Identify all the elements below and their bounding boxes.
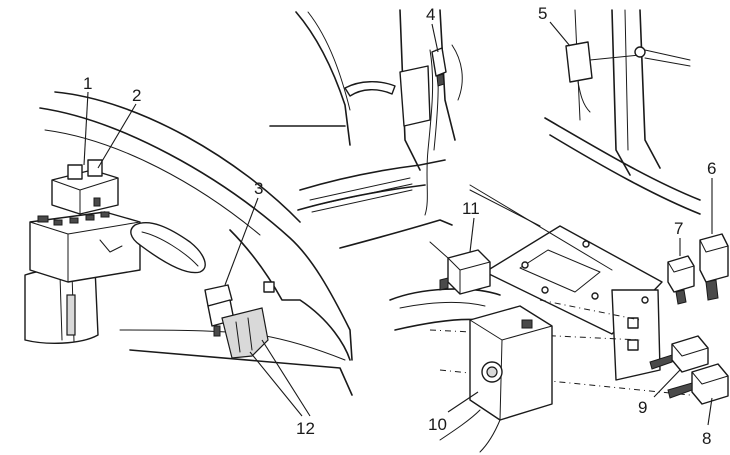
callout-8: 8 xyxy=(702,429,711,448)
leader-lines xyxy=(83,21,713,426)
callout-1: 1 xyxy=(83,74,92,93)
rear-pillar-view xyxy=(544,9,701,215)
callout-5: 5 xyxy=(538,4,547,23)
engine-compartment-view xyxy=(24,91,353,396)
door-sill-view xyxy=(269,9,463,249)
callout-3: 3 xyxy=(254,179,263,198)
callout-numbers: 1 2 3 4 5 6 7 8 9 10 11 12 xyxy=(83,4,716,448)
callout-6: 6 xyxy=(707,159,716,178)
callout-7: 7 xyxy=(674,219,683,238)
callout-12: 12 xyxy=(296,419,315,438)
callout-9: 9 xyxy=(638,398,647,417)
callout-10: 10 xyxy=(428,415,447,434)
callout-2: 2 xyxy=(132,86,141,105)
callout-11: 11 xyxy=(462,199,480,218)
callout-4: 4 xyxy=(426,5,435,24)
control-unit-view xyxy=(389,184,729,453)
